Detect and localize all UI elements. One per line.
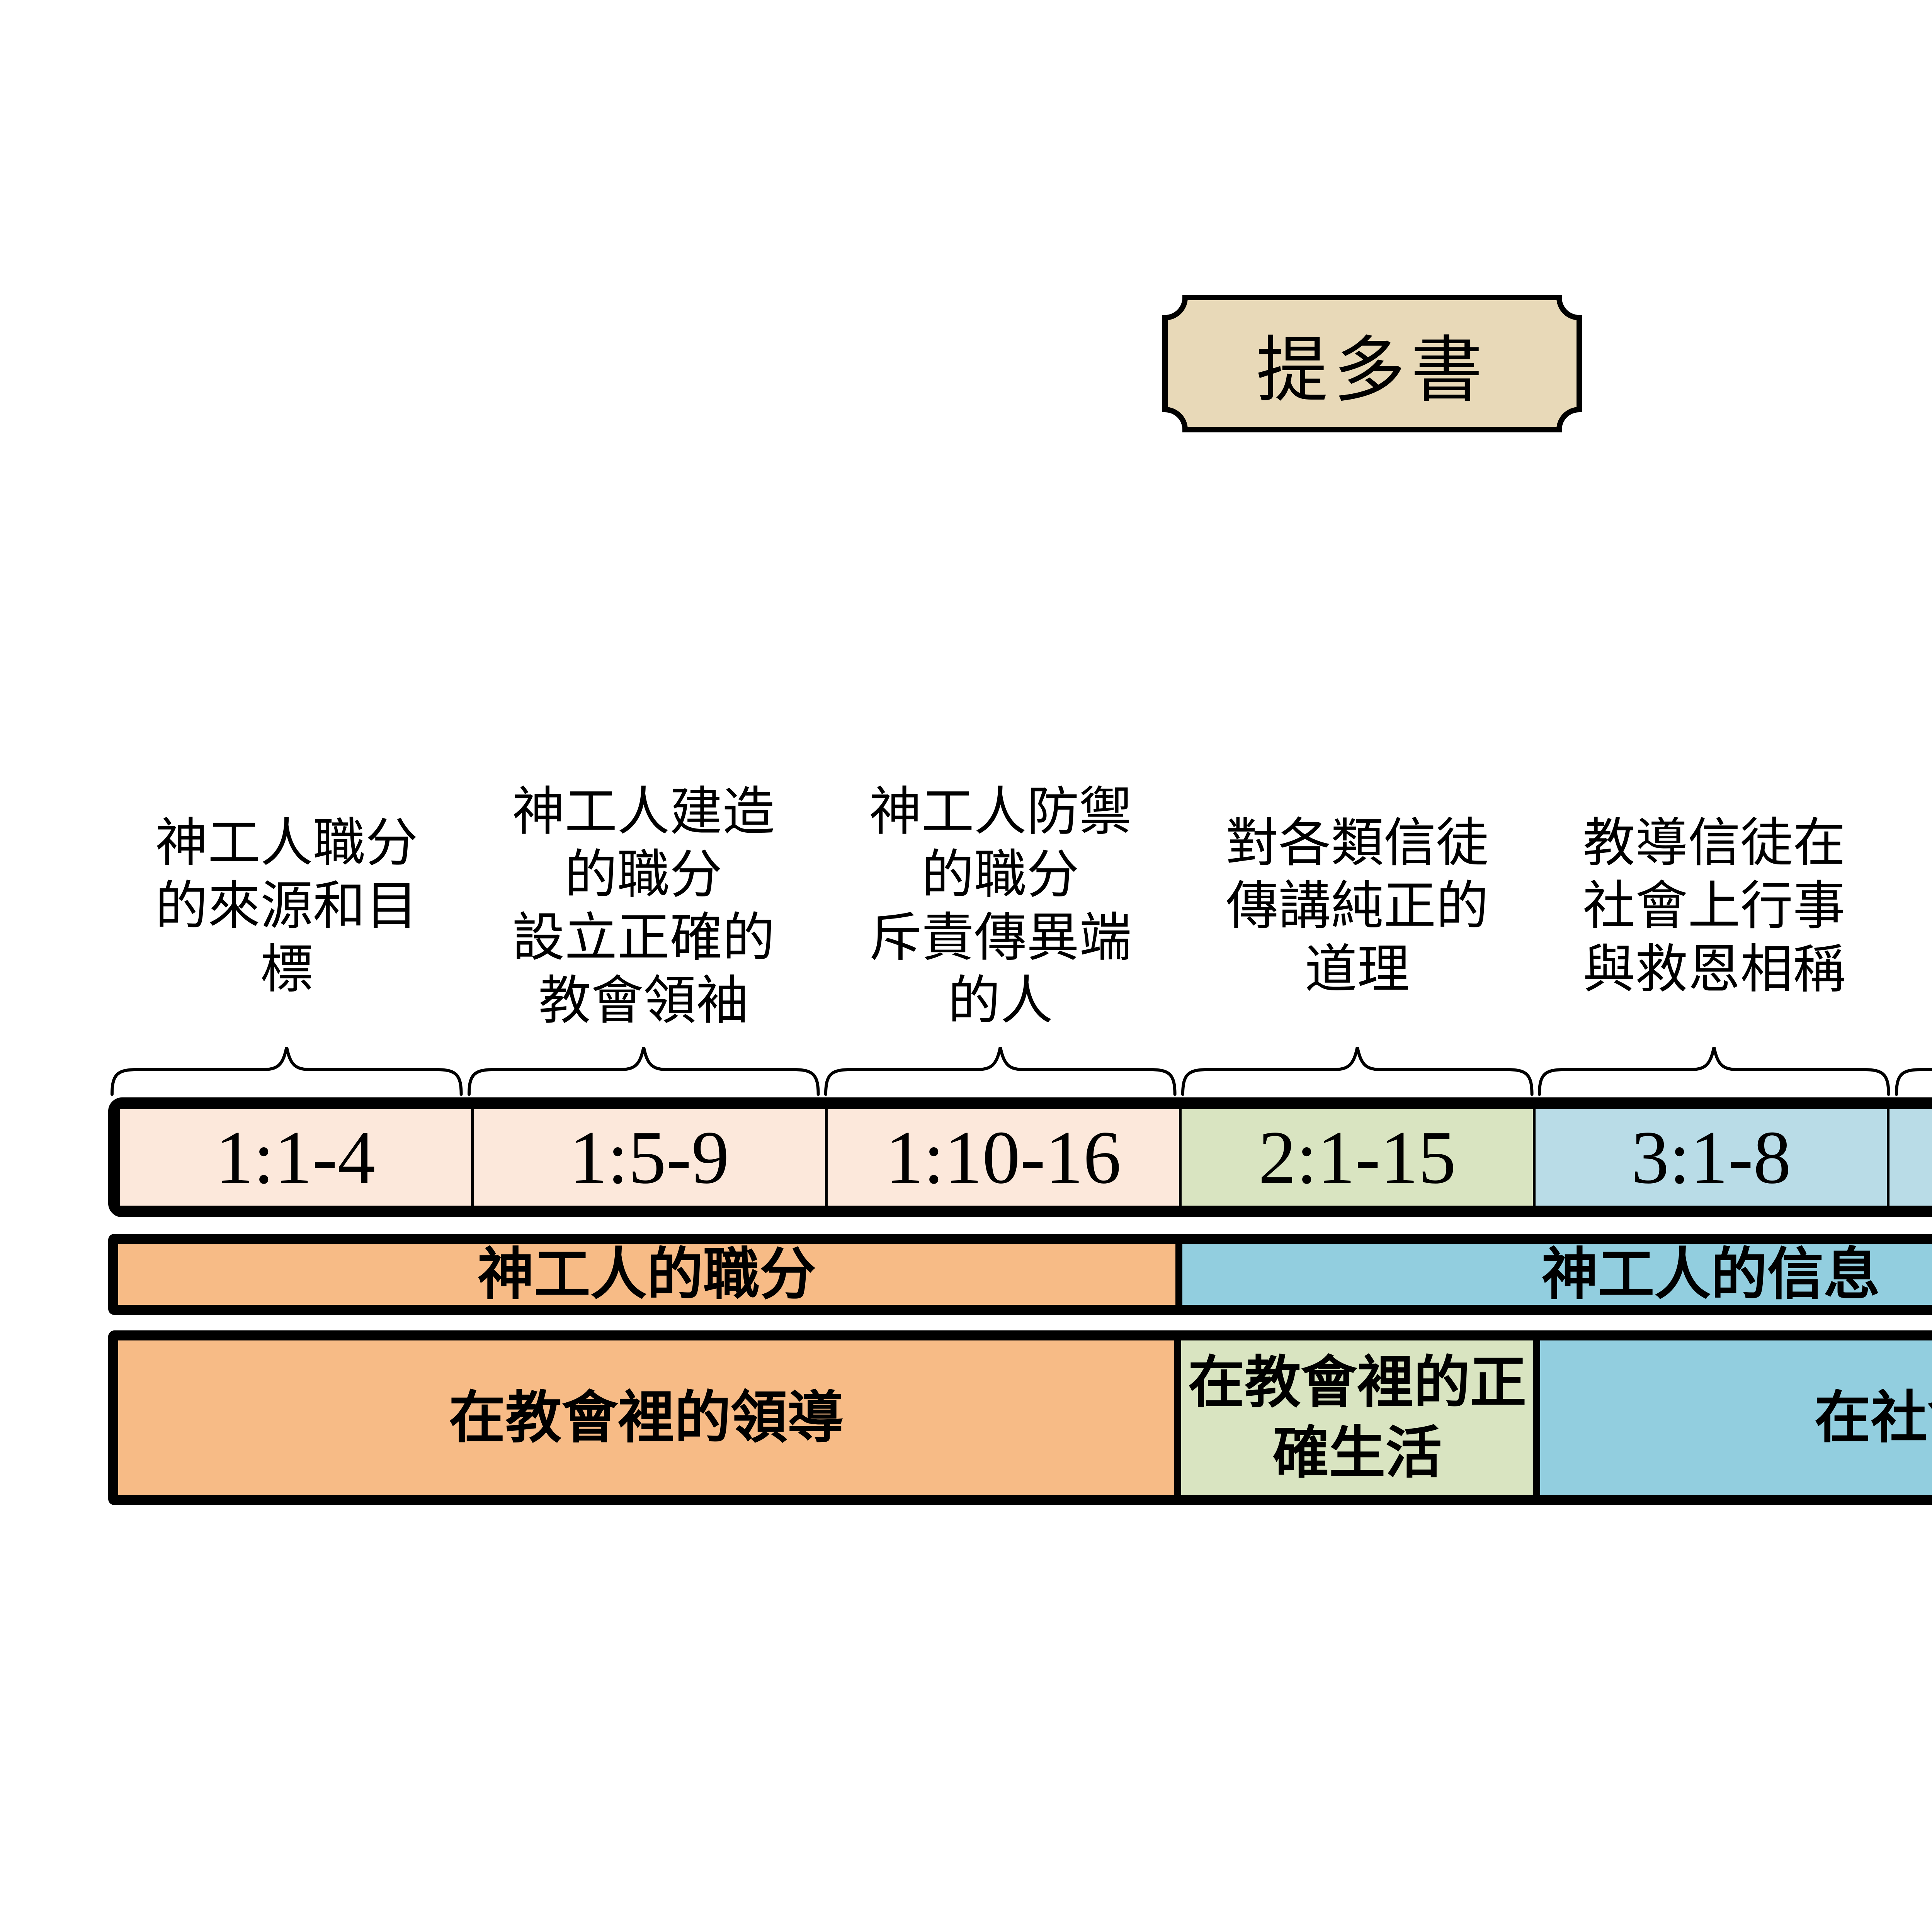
section-label-1: 神工人職分 的來源和目 標: [155, 813, 418, 998]
level3-cell-3: 在社會上的正確生活: [1540, 1340, 1932, 1495]
page-title: 提多書: [1256, 330, 1488, 410]
timeline-segment-3:1-8: 3:1-8: [1536, 1109, 1887, 1206]
level3-cell-1: 在教會裡的領導: [118, 1340, 1174, 1495]
level2-bar: 神工人的職分神工人的信息: [108, 1234, 1932, 1315]
overbrace-icon: [110, 1044, 464, 1097]
plaque-shape-icon: [1162, 295, 1582, 432]
section-label-6: 教導信徒在 教會中遠避 背道的人: [1893, 773, 1932, 1039]
level3-cell-2: 在教會裡的正 確生活: [1181, 1340, 1533, 1495]
overbrace-icon: [1894, 1044, 1932, 1097]
timeline-segment-1:10-16: 1:10-16: [828, 1109, 1179, 1206]
level2-cell-2: 神工人的信息: [1182, 1243, 1932, 1306]
timeline-segment-2:1-15: 2:1-15: [1182, 1109, 1533, 1206]
overbrace-icon: [823, 1044, 1177, 1097]
title-banner: 提多書: [1161, 294, 1583, 434]
timeline-segment-1:5-9: 1:5-9: [474, 1109, 825, 1206]
verse-timeline-bar: 1:1-41:5-91:10-162:1-153:1-83:9-113:12-1…: [108, 1097, 1932, 1217]
section-label-5: 教導信徒在 社會上行事 與救恩相稱: [1583, 813, 1846, 998]
section-label-2: 神工人建造 的職分 設立正確的 教會領袖: [512, 782, 775, 1030]
overbrace-icon: [1180, 1044, 1534, 1097]
level2-cell-1: 神工人的職分: [118, 1243, 1175, 1306]
overbrace-icon: [467, 1044, 821, 1097]
section-label-4: 對各類信徒 傳講純正的 道理: [1226, 813, 1489, 998]
timeline-segment-1:1-4: 1:1-4: [120, 1109, 471, 1206]
section-label-3: 神工人防禦 的職分 斥責傳異端 的人: [869, 782, 1132, 1030]
overbrace-icon: [1537, 1044, 1891, 1097]
timeline-segment-3:9-11: 3:9-11: [1889, 1109, 1932, 1206]
